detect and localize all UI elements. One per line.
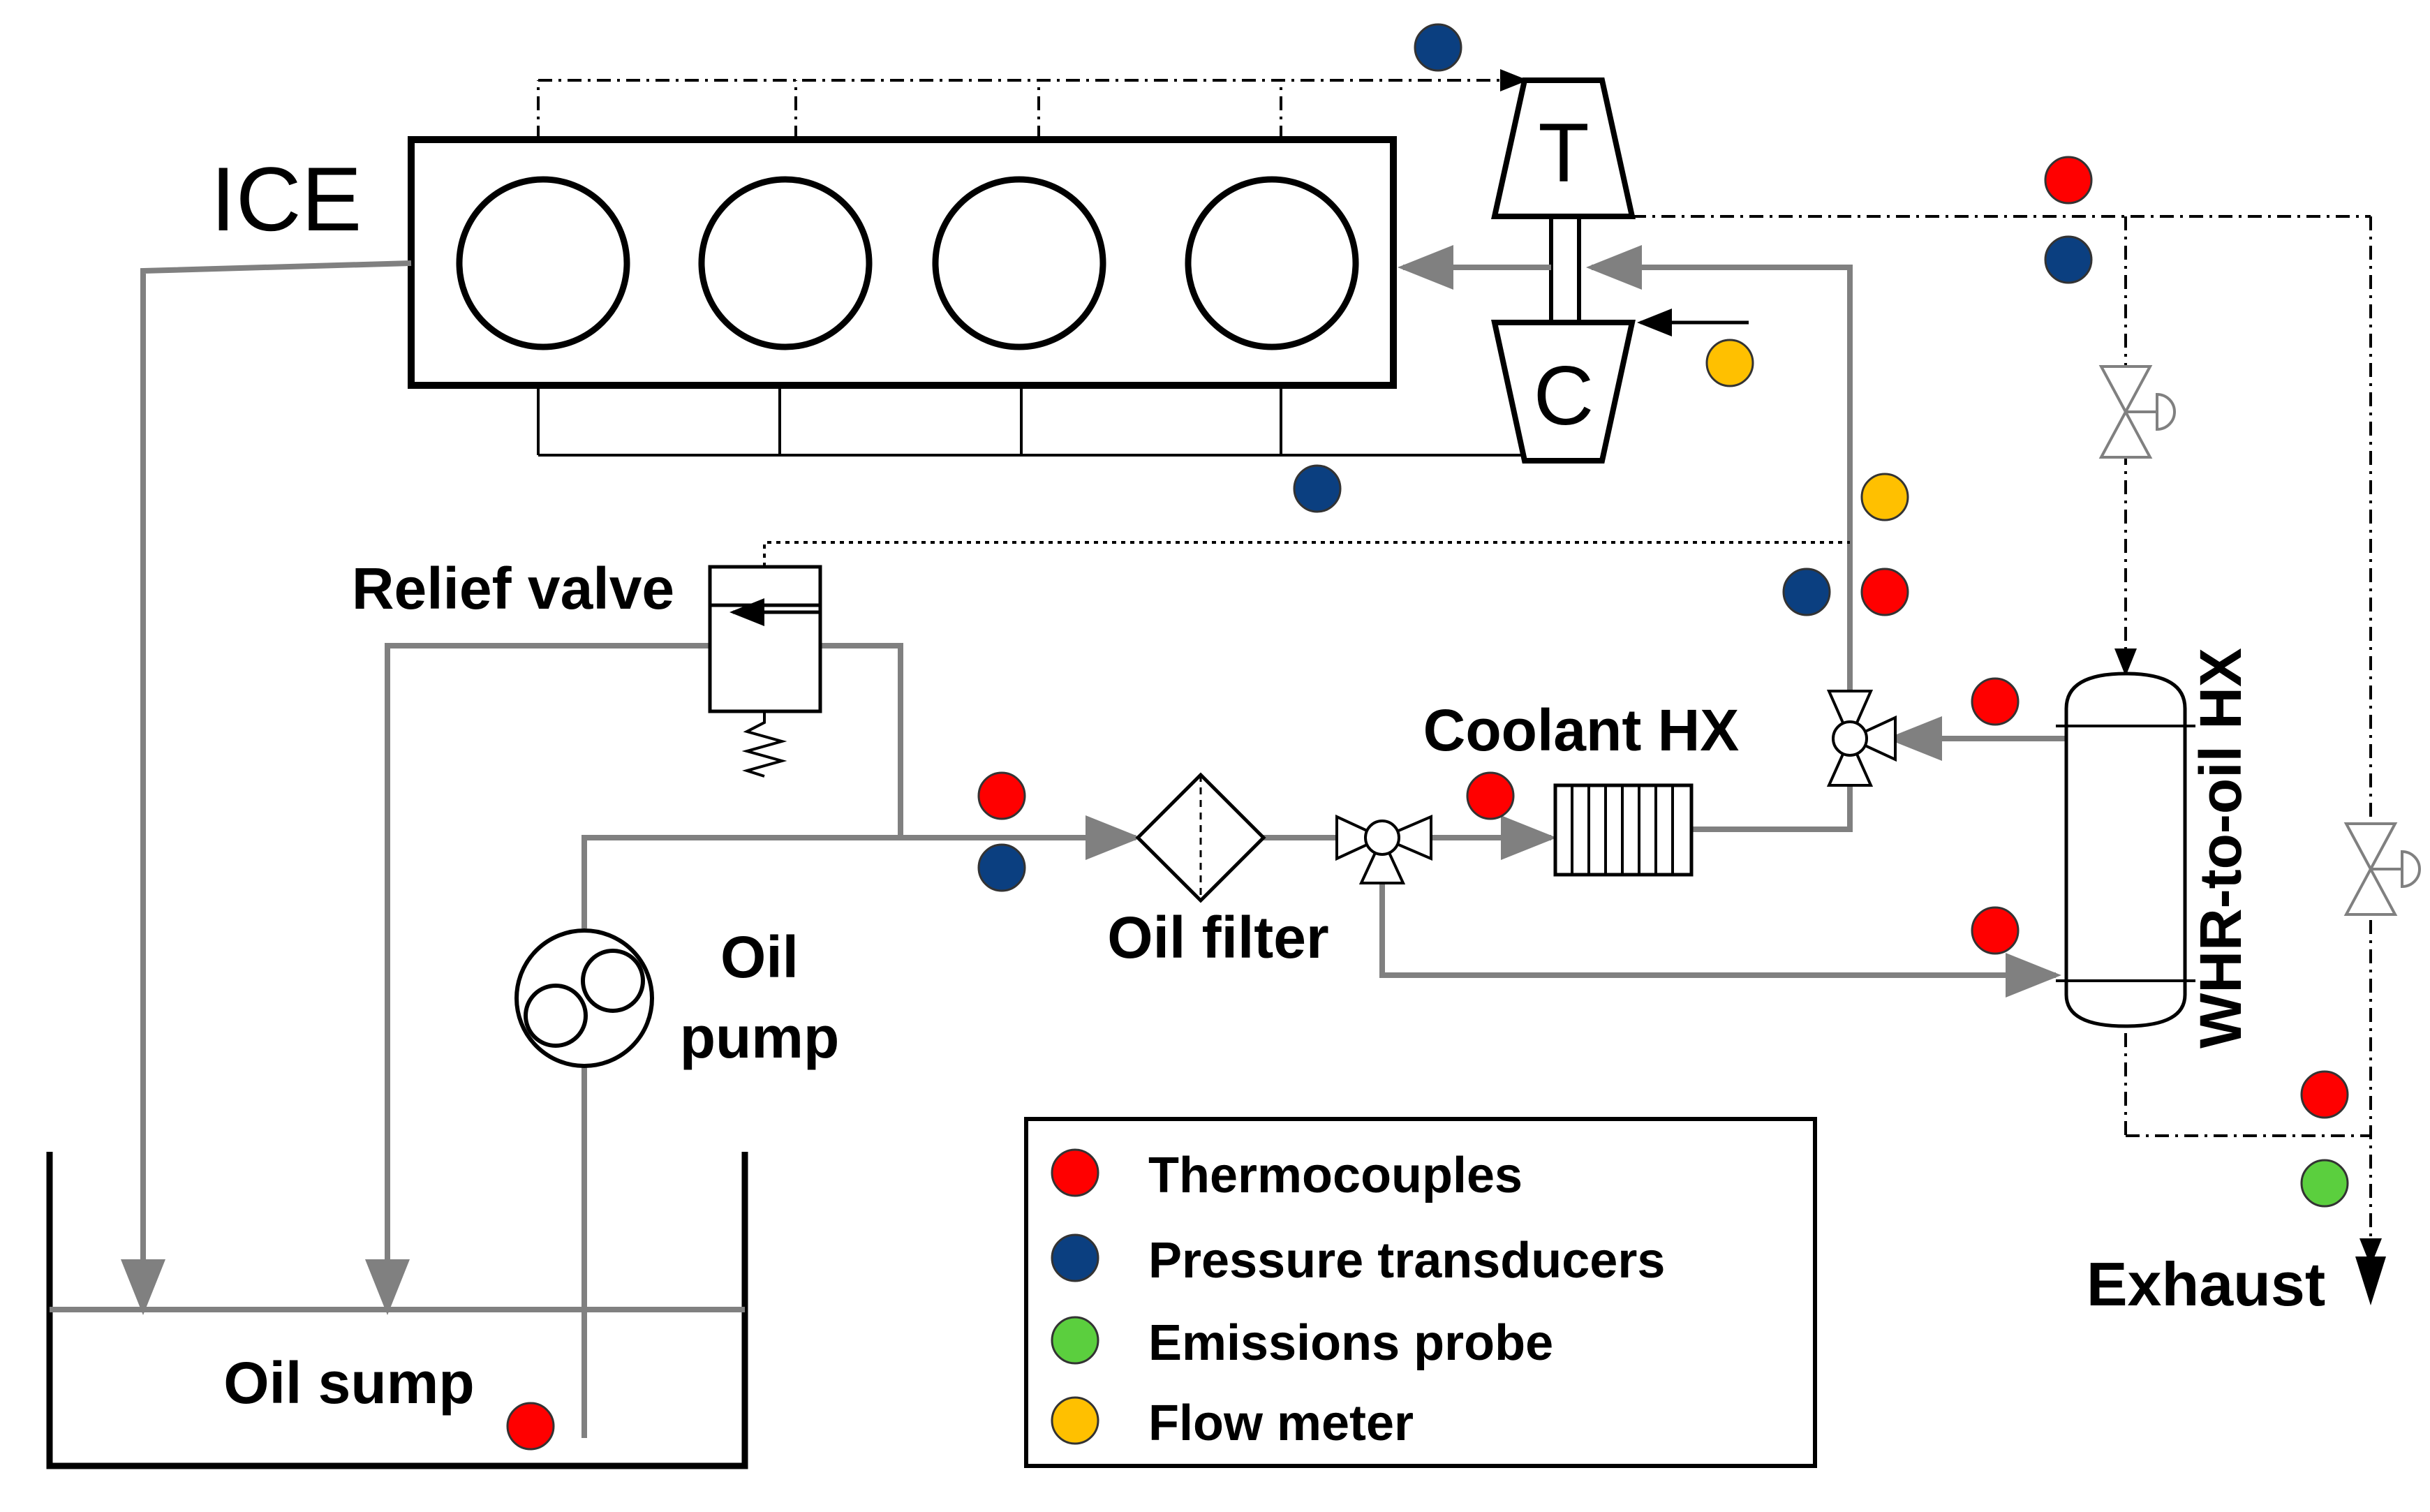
pressure-transducer-dot (1782, 568, 1831, 616)
thermocouple-dot (2300, 1070, 2349, 1119)
oil-sump: Oil sump (46, 1152, 748, 1469)
exhaust-manifold (537, 69, 1528, 140)
whr-hx-label: WHR-to-oil HX (2188, 648, 2253, 1048)
coolant-hx: Coolant HX (1423, 697, 1740, 877)
compressor-label: C (1534, 349, 1594, 443)
oil-pump-label-1: Oil (720, 924, 799, 990)
legend-label-thermocouples: Thermocouples (1148, 1148, 1523, 1203)
compressor (1491, 320, 1636, 464)
cylinder-3 (932, 176, 1106, 350)
legend-label-pressure: Pressure transducers (1148, 1233, 1665, 1289)
legend: Thermocouples Pressure transducers Emiss… (1024, 1117, 1817, 1468)
exhaust-valve-1 (2098, 365, 2176, 459)
pressure-transducer-dot (977, 843, 1026, 892)
pressure-transducer-dot (1293, 464, 1342, 513)
thermocouple-dot (1466, 771, 1515, 820)
exhaust-label: Exhaust (2087, 1250, 2325, 1319)
sensors (506, 23, 2349, 1451)
legend-item: Pressure transducers (1051, 1233, 1665, 1289)
oil-filter-label: Oil filter (1107, 905, 1328, 970)
thermocouple-dot (1860, 568, 1909, 616)
legend-item: Thermocouples (1051, 1148, 1523, 1203)
ice-label: ICE (211, 148, 362, 250)
legend-item: Flow meter (1051, 1395, 1414, 1451)
legend-box (1024, 1117, 1817, 1468)
oil-pump: Oil pump (514, 924, 840, 1070)
relief-pilot-line (763, 541, 1850, 567)
relief-valve: Relief valve (352, 556, 822, 778)
legend-swatch-flow (1051, 1396, 1099, 1445)
legend-label-emissions: Emissions probe (1148, 1315, 1553, 1371)
relief-valve-label: Relief valve (352, 556, 674, 621)
legend-label-flow: Flow meter (1148, 1395, 1414, 1451)
intake-manifold (537, 385, 1523, 457)
turbine-label: T (1538, 106, 1589, 200)
thermocouple-dot (506, 1402, 555, 1451)
coolant-hx-label: Coolant HX (1423, 697, 1740, 763)
three-way-valve (1335, 814, 1432, 884)
oil-lines (121, 245, 2066, 1438)
thermocouple-dot (1971, 677, 2020, 726)
legend-swatch-emissions (1051, 1316, 1099, 1365)
cylinder-4 (1185, 176, 1359, 350)
thermocouple-dot (977, 771, 1026, 820)
pressure-transducer-dot (2044, 235, 2093, 284)
engine-block: ICE (211, 136, 1397, 389)
flow-meter-dot (1705, 339, 1754, 387)
flow-meter-dot (1860, 473, 1909, 521)
oil-pump-label-2: pump (680, 1005, 840, 1070)
turbocharger: T C (1491, 77, 1749, 464)
legend-item: Emissions probe (1051, 1315, 1553, 1371)
emissions-probe-dot (2300, 1159, 2349, 1208)
coolant-hx-fins (1571, 785, 1674, 875)
thermocouple-dot (2044, 156, 2093, 205)
cylinder-1 (456, 176, 630, 350)
exhaust-arrow (2355, 1257, 2386, 1305)
whr-hx: WHR-to-oil HX (2056, 648, 2253, 1048)
legend-swatch-pressure (1051, 1233, 1099, 1282)
exhaust-valve-2 (2343, 822, 2421, 916)
oil-filter: Oil filter (1107, 772, 1329, 970)
legend-swatch-thermocouples (1051, 1148, 1099, 1197)
exhaust-pipe (1632, 215, 2382, 1266)
cylinder-2 (698, 176, 873, 350)
oil-sump-label: Oil sump (223, 1350, 474, 1416)
pressure-transducer-dot (1414, 23, 1462, 72)
thermocouple-dot (1971, 906, 2020, 955)
mixing-valve (1826, 690, 1897, 787)
